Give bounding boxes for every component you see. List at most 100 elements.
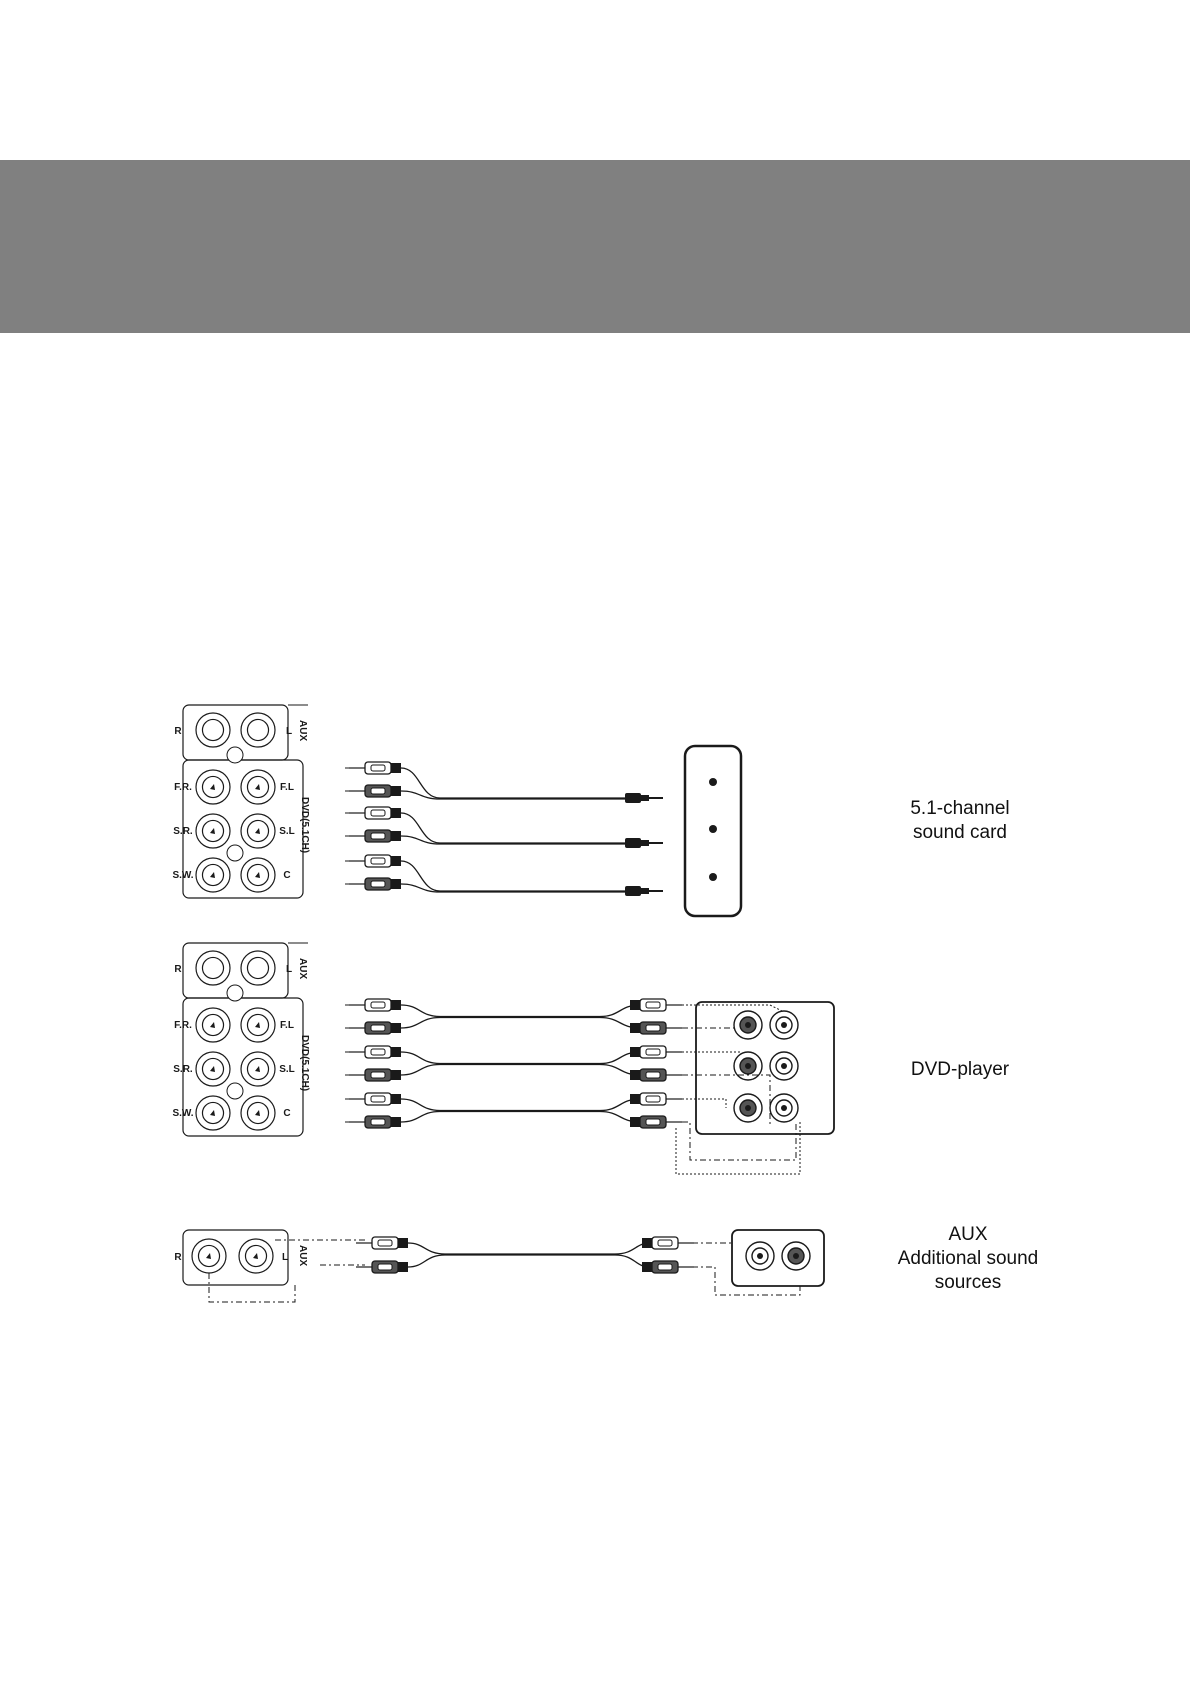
s1-mini-0 (625, 793, 663, 803)
s2-dvd-jack-pin-4 (745, 1105, 751, 1111)
s1-panel-jack-fl-arrow (255, 784, 260, 790)
s1-panel-jack-sl (240, 813, 276, 849)
s1-panel-jack-sw (195, 857, 231, 893)
s2-panel-screw-1 (226, 984, 244, 1002)
s3-plug-right-top (642, 1236, 694, 1250)
s2-plug-r-bot-2 (630, 1115, 682, 1129)
s1-cable-b-0 (400, 790, 625, 800)
s2-plug-r-bot-0-collar (630, 1023, 640, 1033)
s1-panel-label-sw: S.W. (172, 870, 193, 881)
s1-plug-top-2 (349, 854, 401, 868)
s2-cable-a-0 (400, 1004, 641, 1018)
s1-panel-jack-sw-arrow (210, 872, 215, 878)
s2-plug-bot-2 (349, 1115, 401, 1129)
s2-panel-jack-fl-arrow (255, 1022, 260, 1028)
s1-mini-0-body (625, 793, 641, 803)
s1-mini-2-body (625, 886, 641, 896)
s2-plug-bot-1-collar (391, 1070, 401, 1080)
s3-jack-r-arrow (206, 1253, 211, 1259)
s2-plug-top-1-band (370, 1048, 386, 1056)
s2-cable-a-2 (400, 1098, 641, 1112)
s1-panel-jack-aux-r-inner (201, 718, 225, 742)
s2-cable-b-2 (400, 1110, 641, 1123)
s1-plug-bot-2-collar (391, 879, 401, 889)
s2-plug-bot-0-collar (391, 1023, 401, 1033)
s1-soundcard-dot-0 (709, 778, 717, 786)
s1-mini-1 (625, 838, 663, 848)
s1-plug-bot-0-collar (391, 786, 401, 796)
s1-plug-top-0 (349, 761, 401, 775)
s2-plug-r-top-2 (630, 1092, 682, 1106)
s2-dvd-jack-pin-0 (745, 1022, 751, 1028)
s1-panel-label-fr: F.R. (174, 782, 192, 793)
s1-panel-label-sr: S.R. (173, 826, 193, 837)
s2-panel-jack-sw-arrow (210, 1110, 215, 1116)
s1-panel-jack-sr-arrow (210, 828, 215, 834)
s2-plug-r-bot-0 (630, 1021, 682, 1035)
s3-aux-jack-pin-0 (757, 1253, 763, 1259)
s2-panel-jack-sl (240, 1051, 276, 1087)
s2-plug-top-0 (349, 998, 401, 1012)
s1-plug-top-1 (349, 806, 401, 820)
s1-plug-bot-0 (349, 784, 401, 798)
s1-panel-label-c: C (283, 870, 290, 881)
s2-panel-screw-2 (226, 1082, 244, 1100)
s1-panel-jack-sl-arrow (255, 828, 260, 834)
s1-cable-b-2 (400, 883, 625, 893)
s1-soundcard-dot-2 (709, 873, 717, 881)
s1-panel-label-l: L (286, 726, 292, 737)
s1-panel-jack-aux-l-inner (246, 718, 270, 742)
caption-sound-card-line1: 5.1-channel (910, 798, 1010, 819)
s2-plug-r-top-0-collar (630, 1000, 640, 1010)
s2-dvd-jack-pin-1 (781, 1022, 787, 1028)
s1-panel-jack-c-arrow (255, 872, 260, 878)
s3-plug-left-top-band (377, 1239, 393, 1247)
s3-cable-b (407, 1254, 651, 1268)
s2-plug-bot-1-band (370, 1071, 386, 1079)
s2-plug-r-top-2-band (645, 1095, 661, 1103)
s3-jack-l-arrow (253, 1253, 258, 1259)
s2-dvd-box (695, 1001, 835, 1135)
s2-route-1b (769, 1004, 785, 1013)
s3-plug-right-top-collar (642, 1238, 652, 1248)
s3-plug-right-bot-band (657, 1263, 673, 1271)
s2-panel-label-r: R (174, 964, 182, 975)
s2-panel-jack-fr-arrow (210, 1022, 215, 1028)
s2-panel-label-aux: AUX (297, 958, 308, 979)
s1-plug-top-0-collar (391, 763, 401, 773)
s3-cable-a (407, 1242, 651, 1255)
s2-plug-top-1-collar (391, 1047, 401, 1057)
s2-cable-b-0 (400, 1016, 641, 1029)
caption-aux-line1: AUX (948, 1224, 988, 1245)
s1-panel-label-r: R (174, 726, 182, 737)
s2-plug-bot-2-collar (391, 1117, 401, 1127)
s2-panel-dvd-box (182, 997, 304, 1137)
s2-panel-jack-aux-l (240, 950, 276, 986)
s2-panel-label-fl: F.L (280, 1020, 294, 1031)
s1-plug-bot-1-collar (391, 831, 401, 841)
s1-plug-top-2-collar (391, 856, 401, 866)
s3-plug-right-bot-collar (642, 1262, 652, 1272)
s2-plug-r-top-0-band (645, 1001, 661, 1009)
s1-panel-label-dvd: DVD(5.1CH) (299, 797, 310, 853)
s3-plug-left-bot-band (377, 1263, 393, 1271)
s1-mini-2 (625, 886, 663, 896)
s1-panel-screw-2 (226, 844, 244, 862)
s1-panel-jack-fr-arrow (210, 784, 215, 790)
s1-panel-screw-1 (226, 746, 244, 764)
s2-plug-top-2 (349, 1092, 401, 1106)
s1-mini-1-body (625, 838, 641, 848)
s3-plug-left-top (356, 1236, 408, 1250)
s2-plug-r-bot-0-band (645, 1024, 661, 1032)
s1-panel-label-sl: S.L (279, 826, 295, 837)
s2-panel-jack-aux-r-inner (201, 956, 225, 980)
s2-dvd-jack-pin-2 (745, 1063, 751, 1069)
s2-panel-label-sr: S.R. (173, 1064, 193, 1075)
s2-plug-r-top-0 (630, 998, 682, 1012)
s1-plug-top-0-band (370, 764, 386, 772)
s2-dvd-jack-pin-3 (781, 1063, 787, 1069)
s1-cable-a-0 (400, 767, 625, 799)
s2-cable-b-1 (400, 1063, 641, 1076)
s3-label-l: L (282, 1252, 288, 1263)
